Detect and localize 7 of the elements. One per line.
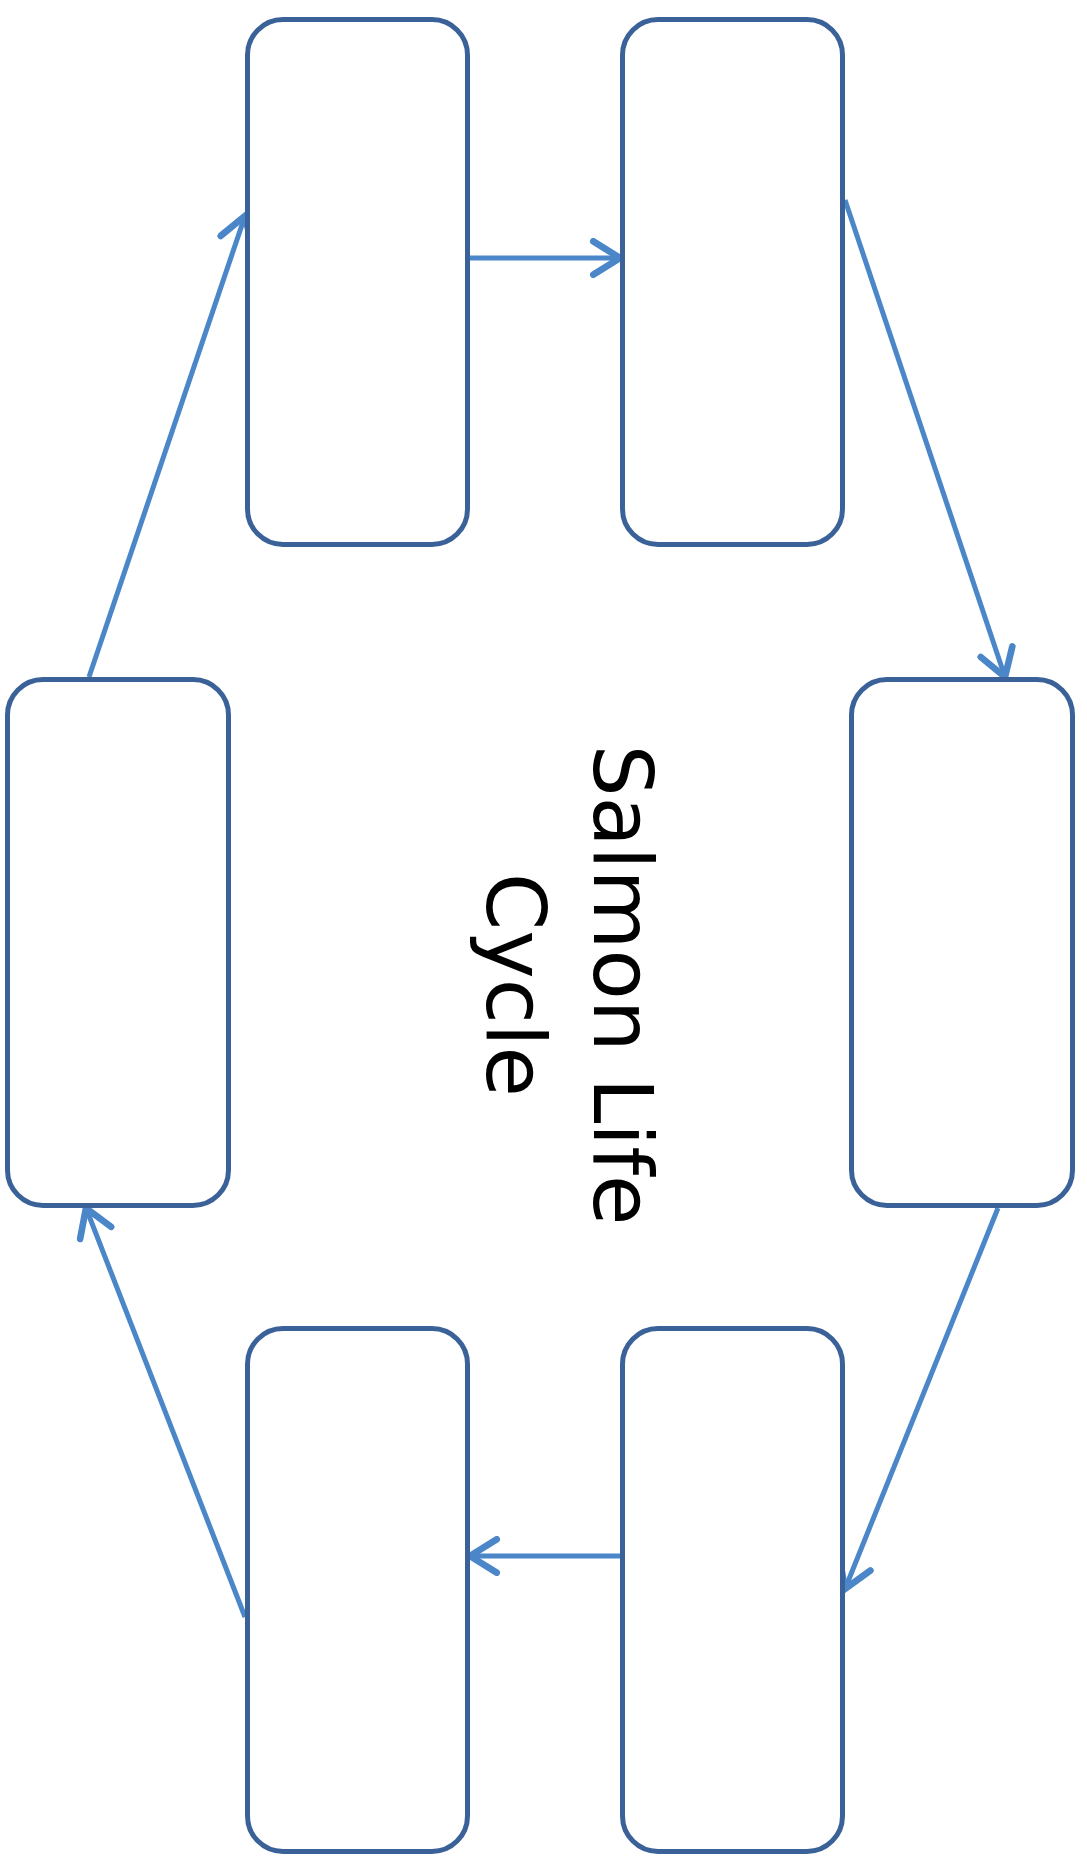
empty-box <box>5 677 231 1208</box>
empty-box <box>620 1326 845 1854</box>
empty-box <box>245 1326 470 1854</box>
empty-box <box>245 17 470 547</box>
empty-box <box>849 677 1075 1208</box>
title: Salmon Life Cycle <box>467 743 671 1228</box>
empty-box <box>620 17 845 547</box>
